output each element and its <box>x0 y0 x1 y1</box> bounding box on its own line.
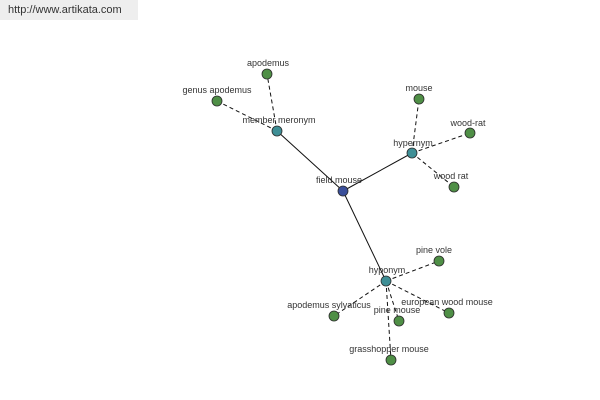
label-pine-mouse[interactable]: pine mouse <box>374 305 421 315</box>
label-wood-rat[interactable]: wood rat <box>433 171 469 181</box>
node-member-meronym[interactable] <box>271 125 283 137</box>
graph-edges <box>216 73 471 361</box>
edge-field-mouse-member-meronym <box>276 130 344 192</box>
site-url-link[interactable]: http://www.artikata.com <box>0 0 138 20</box>
edge-hyponym-european-wood-mouse <box>385 280 450 314</box>
node-field-mouse[interactable] <box>337 185 349 197</box>
node-european-wood-mouse[interactable] <box>443 307 455 319</box>
edge-member-meronym-apodemus <box>266 73 278 132</box>
label-field-mouse[interactable]: field mouse <box>316 175 362 185</box>
edge-hypernym-wood-rat <box>411 152 455 188</box>
node-apodemus[interactable] <box>261 68 273 80</box>
label-apodemus-sylvaticus[interactable]: apodemus sylvaticus <box>287 300 371 310</box>
edge-hyponym-apodemus-sylvaticus <box>333 280 387 317</box>
node-hyponym[interactable] <box>380 275 392 287</box>
label-apodemus[interactable]: apodemus <box>247 58 290 68</box>
node-mouse[interactable] <box>413 93 425 105</box>
label-grasshopper-mouse[interactable]: grasshopper mouse <box>349 344 429 354</box>
edge-hyponym-pine-vole <box>385 260 440 282</box>
node-grasshopper-mouse[interactable] <box>385 354 397 366</box>
edge-hyponym-grasshopper-mouse <box>385 280 392 361</box>
edge-field-mouse-hyponym <box>342 190 387 282</box>
node-pine-mouse[interactable] <box>393 315 405 327</box>
label-wood-rat-hyphen[interactable]: wood-rat <box>449 118 486 128</box>
edge-field-mouse-hypernym <box>342 152 413 192</box>
graph-nodes <box>211 68 476 366</box>
node-apodemus-sylvaticus[interactable] <box>328 310 340 322</box>
label-genus-apodemus[interactable]: genus apodemus <box>182 85 252 95</box>
label-mouse[interactable]: mouse <box>405 83 432 93</box>
node-hypernym[interactable] <box>406 147 418 159</box>
node-genus-apodemus[interactable] <box>211 95 223 107</box>
edge-hypernym-mouse <box>411 98 420 154</box>
node-wood-rat[interactable] <box>448 181 460 193</box>
edge-hyponym-pine-mouse <box>385 280 400 322</box>
node-wood-rat-hyphen[interactable] <box>464 127 476 139</box>
edge-hypernym-wood-rat-hyphen <box>411 132 471 154</box>
label-member-meronym[interactable]: member meronym <box>242 115 315 125</box>
node-pine-vole[interactable] <box>433 255 445 267</box>
label-hyponym[interactable]: hyponym <box>369 265 406 275</box>
label-hypernym[interactable]: hypernym <box>393 138 433 148</box>
graph-labels: apodemus genus apodemus mouse wood-rat wood … <box>182 58 492 354</box>
label-european-wood-mouse[interactable]: european wood mouse <box>401 297 493 307</box>
label-pine-vole[interactable]: pine vole <box>416 245 452 255</box>
